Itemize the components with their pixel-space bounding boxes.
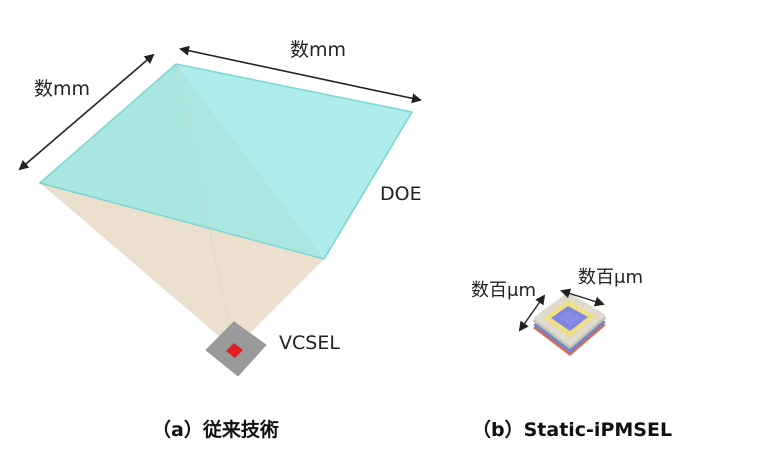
chip-emission-core [558,311,580,325]
conventional-illustration: 数mm 数mm DOE VCSEL [18,39,422,377]
caption-b: （b）Static-iPMSEL [472,418,672,441]
ipmsel-illustration: 数百μm 数百μm [471,267,643,356]
vcsel-emitter [226,343,243,358]
beam-cone-front [40,183,324,349]
doe-label: DOE [380,183,422,205]
depth-dimension-arrow [18,53,155,171]
vcsel-label: VCSEL [279,332,340,354]
width-dimension-label: 数mm [290,39,346,61]
width-dimension-arrow [179,45,422,104]
width-dimension-arrow-small [560,288,605,307]
depth-dimension-label: 数mm [34,78,90,100]
depth-dimension-arrow-small [518,294,546,332]
width-dimension-label-small: 数百μm [578,267,643,288]
depth-dimension-label-small: 数百μm [471,280,536,301]
caption-a: （a）従来技術 [152,418,279,441]
